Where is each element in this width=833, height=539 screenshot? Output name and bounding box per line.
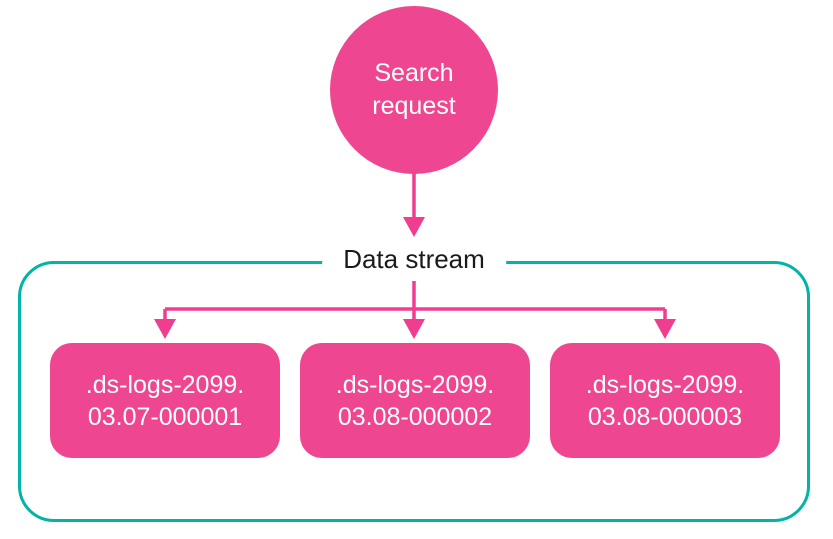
search-request-node: Search request — [330, 6, 498, 174]
backing-index-label-1: .ds-logs-2099. 03.07-000001 — [85, 370, 245, 431]
data-stream-label: Data stream — [322, 244, 506, 274]
backing-index-node-1: .ds-logs-2099. 03.07-000001 — [50, 343, 280, 458]
backing-index-label-2: .ds-logs-2099. 03.08-000002 — [335, 370, 495, 431]
backing-index-node-3: .ds-logs-2099. 03.08-000003 — [550, 343, 780, 458]
backing-index-label-3: .ds-logs-2099. 03.08-000003 — [585, 370, 745, 431]
backing-index-node-2: .ds-logs-2099. 03.08-000002 — [300, 343, 530, 458]
search-request-label: Search request — [372, 59, 456, 120]
arrow-search-to-stream-icon — [403, 172, 425, 237]
